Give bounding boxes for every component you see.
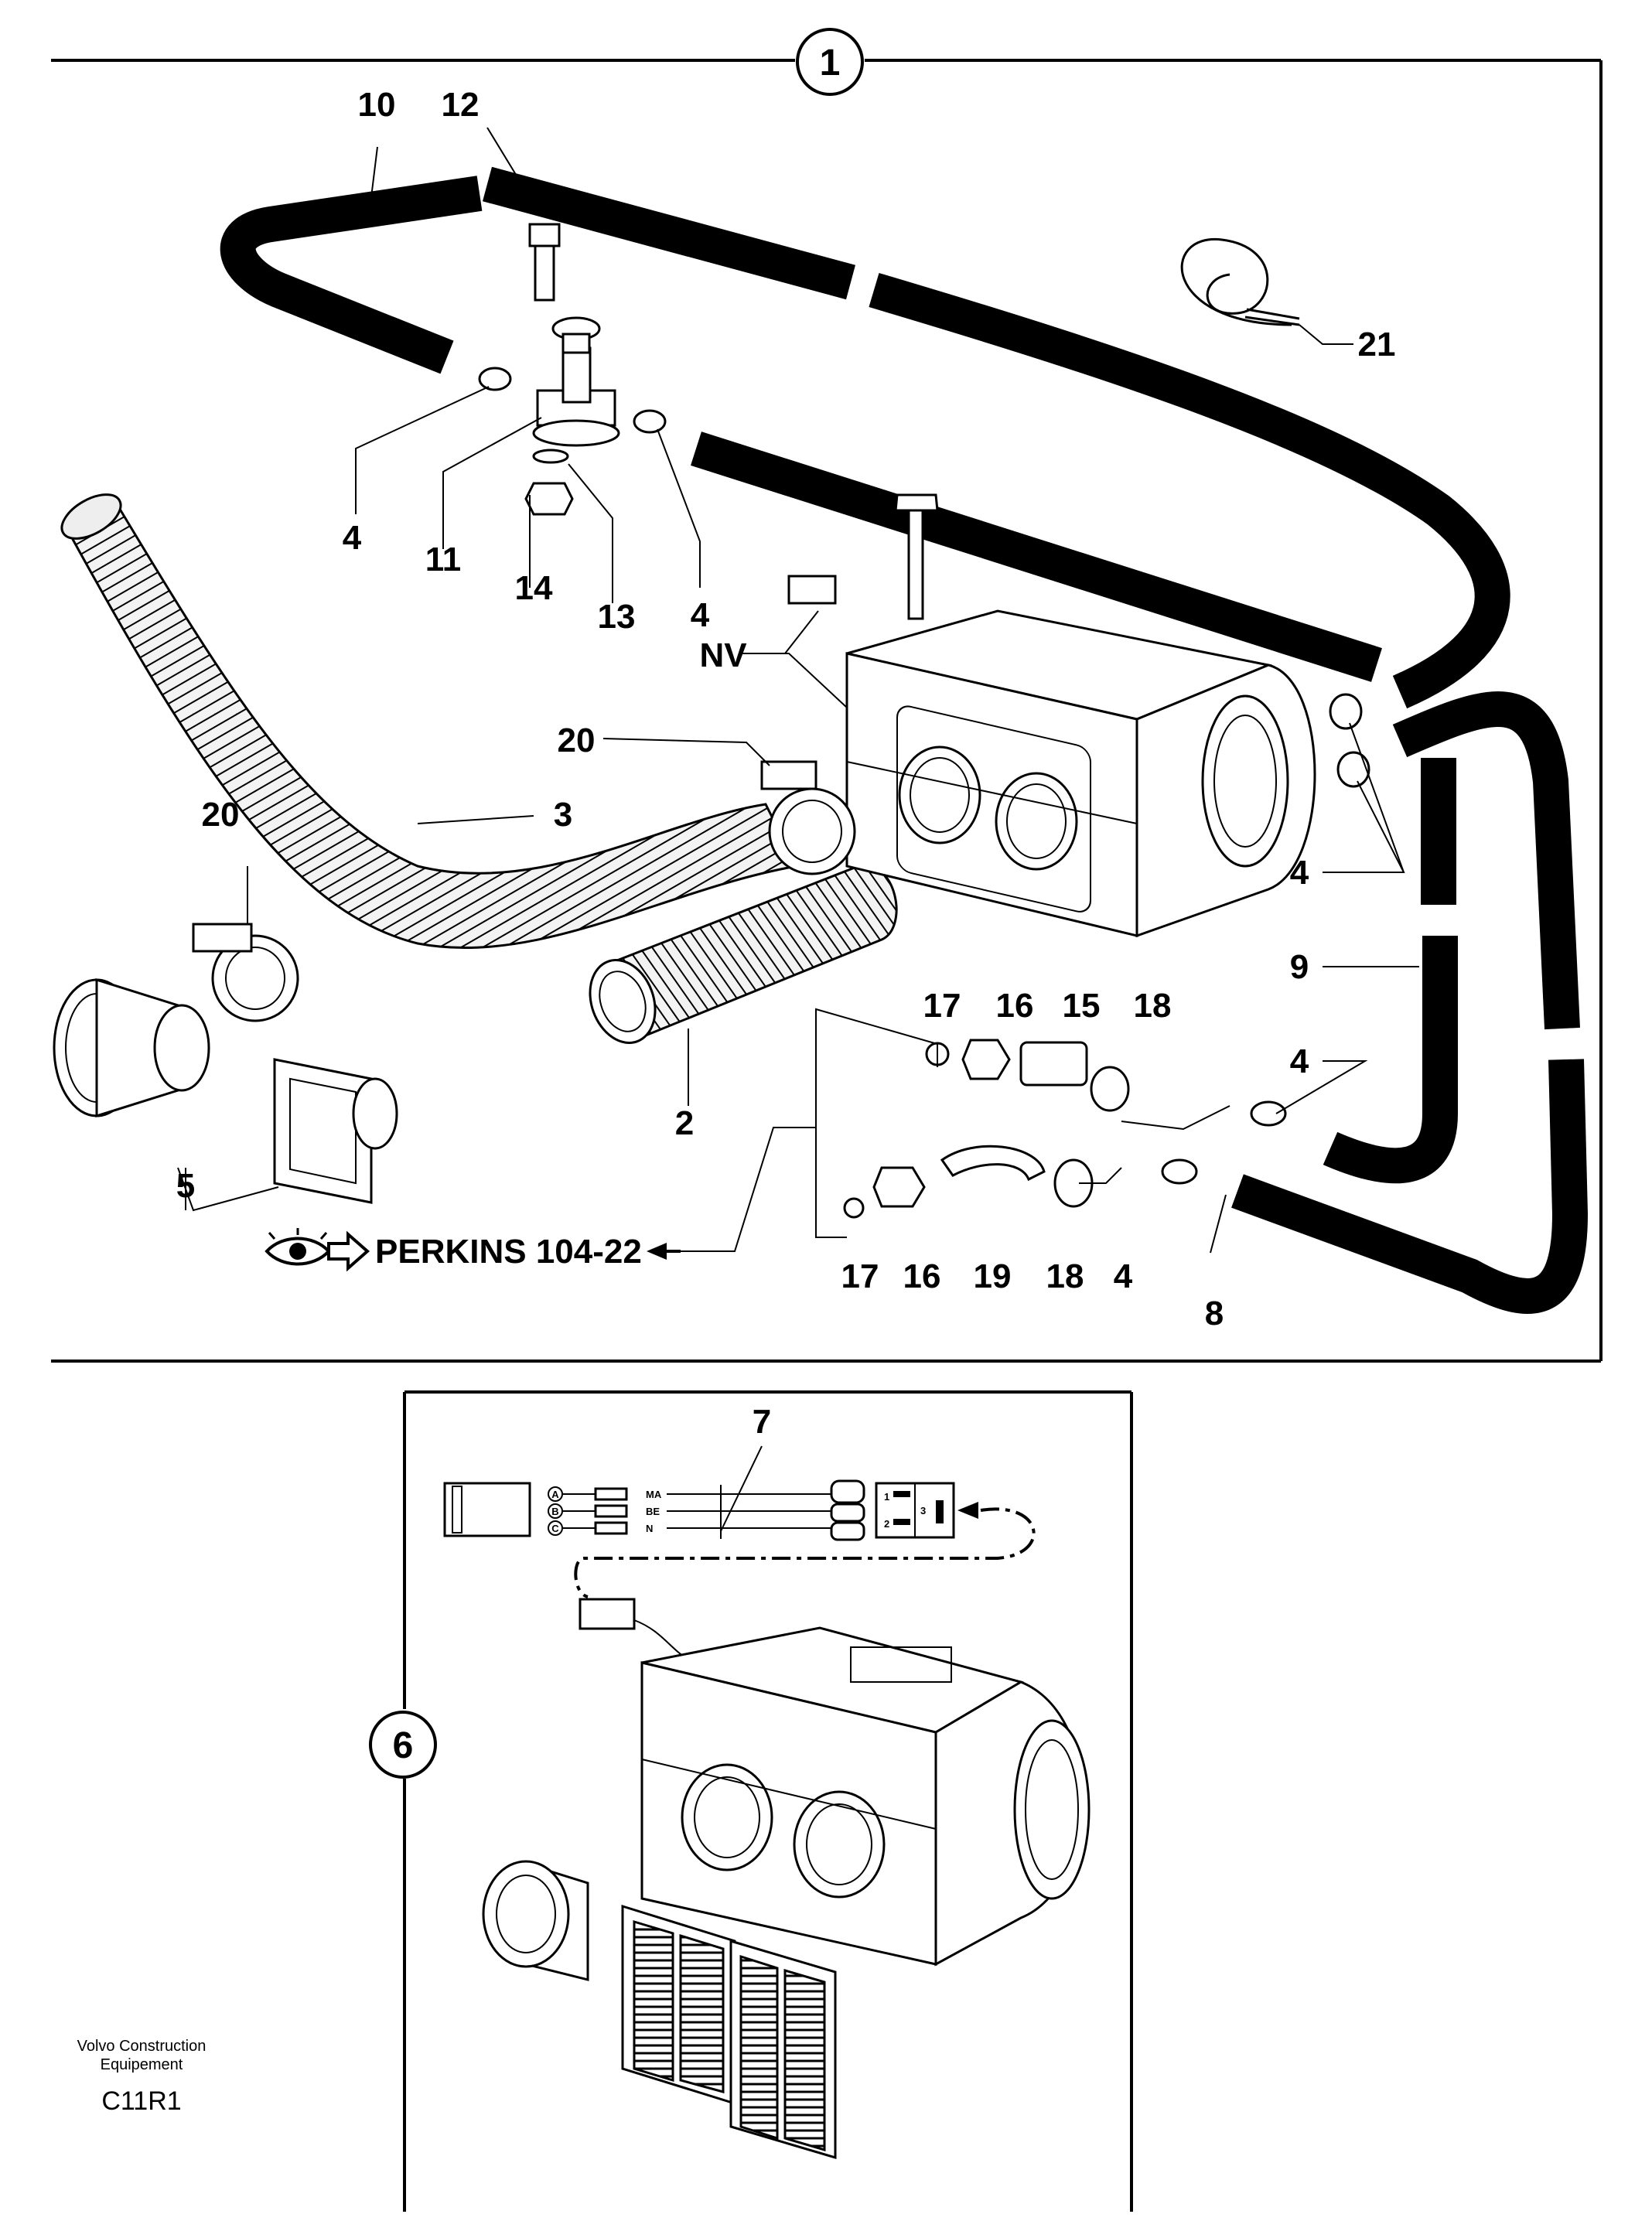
brand-line-1: Volvo Construction [77,2038,206,2055]
eye-icon [265,1228,331,1266]
wire-code-ma: MA [646,1489,662,1500]
wire-code-be: BE [646,1506,660,1517]
nut-14 [524,482,574,516]
label-3: 3 [554,796,572,834]
heater-unit-main [787,493,1316,938]
leader-lines [177,127,1419,1254]
connector-pins: A B C [548,1486,563,1536]
brand-line-2: Equipement [101,2056,183,2073]
hose-top-right [483,166,1510,709]
hollow-arrow-icon [327,1230,370,1272]
inset-vents [482,1860,837,2160]
label-17-b: 17 [841,1257,879,1295]
callout-6-label: 6 [393,1725,414,1766]
label-20-a: 20 [558,722,596,759]
label-21: 21 [1358,326,1396,363]
label-20-b: 20 [202,796,240,834]
label-9: 9 [1290,948,1309,986]
inset-frame [403,1390,1133,2212]
label-16-a: 16 [996,987,1034,1025]
label-5: 5 [176,1167,195,1205]
washer-13 [532,449,569,464]
hose-clamps [478,367,1370,1185]
label-17-a: 17 [923,987,961,1025]
callout-6: 6 [369,1711,437,1779]
svg-text:B: B [551,1506,558,1517]
heater-unit-inset [640,1626,1091,1967]
fittings-15-18 [843,1039,1130,1219]
bolt-12 [528,223,561,302]
label-4-b: 4 [691,596,710,634]
label-18-b: 18 [1046,1257,1084,1295]
main-frame [51,59,1603,1363]
label-19: 19 [974,1257,1012,1295]
label-8: 8 [1205,1295,1224,1332]
label-2: 2 [675,1104,694,1142]
label-15: 15 [1063,987,1101,1025]
duct-2 [589,864,898,1044]
callout-1-label: 1 [820,43,841,84]
label-16-b: 16 [903,1257,941,1295]
label-4-e: 4 [1114,1257,1133,1295]
svg-text:A: A [551,1489,559,1500]
callout-1: 1 [796,28,864,96]
label-14: 14 [515,569,553,607]
duct-clamps-20 [192,760,856,1022]
drawing-code: C11R1 [101,2086,181,2116]
label-nv: NV [699,636,747,674]
hose-clip-21 [1180,237,1300,326]
inset-wiring: 7 A B C MA BE N 1 2 3 [443,1403,1036,1663]
arrow-left-icon [647,1243,681,1260]
label-4-c: 4 [1290,854,1309,892]
plug-number-2: 2 [884,1518,889,1530]
hose-middle [691,432,1382,682]
label-7: 7 [753,1403,771,1441]
plug-number-1: 1 [884,1491,889,1503]
label-4-a: 4 [343,519,362,557]
hose-10 [220,176,483,374]
label-4-d: 4 [1290,1042,1309,1080]
main-part-labels: 10 12 21 4 11 14 13 4 NV 20 3 20 4 9 4 1… [176,86,1396,1332]
label-12: 12 [442,86,480,124]
label-10: 10 [358,86,396,124]
arrow-left-icon [957,1502,978,1519]
label-18-a: 18 [1134,987,1172,1025]
perkins-reference: PERKINS 104-22 [265,1228,681,1272]
label-11: 11 [425,541,462,578]
valve-11 [532,316,620,447]
svg-text:C: C [551,1523,559,1534]
hose-outer-right [1231,691,1588,1314]
footer: Volvo Construction Equipement C11R1 [77,2038,206,2116]
air-vent-5 [53,977,398,1204]
label-13: 13 [598,598,636,636]
hose-9 [1323,758,1458,1184]
perkins-reference-text: PERKINS 104-22 [375,1233,642,1271]
wire-code-n: N [646,1523,653,1534]
plug-number-3: 3 [920,1505,926,1516]
